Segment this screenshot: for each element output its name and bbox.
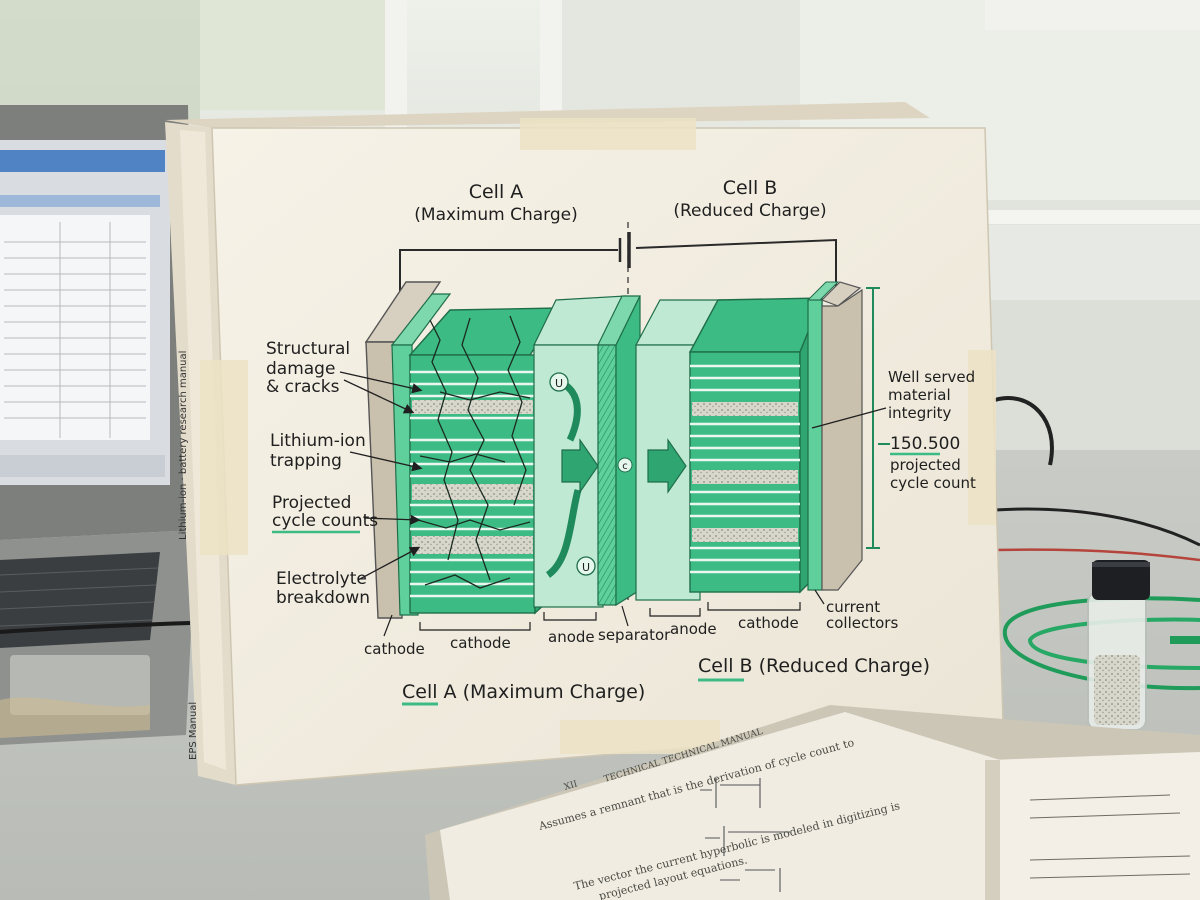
cycle-label-1: projected — [890, 456, 961, 474]
ion-glyph-top: U — [555, 377, 563, 390]
cycle-value: 150.500 — [890, 434, 960, 454]
label-anode-b: anode — [670, 620, 717, 638]
note-projected-2: cycle counts — [272, 511, 378, 531]
crack-lines — [417, 315, 531, 589]
cell-a-heading: Cell A — [469, 181, 524, 203]
note-trapping-2: trapping — [270, 451, 342, 471]
label-collectors-2: collectors — [826, 614, 898, 632]
note-integrity-3: integrity — [888, 404, 952, 422]
cell-a-diagram: U U c — [364, 281, 641, 619]
note-trapping-1: Lithium-ion — [270, 431, 366, 451]
cell-b-diagram — [635, 281, 863, 601]
cycle-label-2: cycle count — [890, 474, 976, 492]
note-structural-2: damage — [266, 359, 335, 379]
book-page-no: XII — [563, 779, 579, 793]
binder-spine-title: Lithium-ion · battery research manual — [178, 351, 189, 540]
label-separator: separator — [598, 626, 671, 644]
left-leader-lines — [339, 371, 423, 581]
note-projected-1: Projected — [272, 493, 351, 513]
footer-cell-a: Cell A (Maximum Charge) — [402, 681, 645, 703]
note-structural-1: Structural — [266, 339, 350, 359]
open-book — [425, 705, 1200, 900]
footer-cell-b: Cell B (Reduced Charge) — [698, 655, 930, 677]
height-measure — [866, 287, 880, 549]
label-anode-a: anode — [548, 628, 595, 646]
label-cathode-a: cathode — [450, 634, 511, 652]
label-collectors-1: current — [826, 598, 880, 616]
laptop — [0, 105, 196, 745]
center-glyph: c — [622, 461, 628, 472]
note-integrity-1: Well served — [888, 368, 975, 386]
note-structural-3: & cracks — [266, 377, 340, 397]
sample-vial — [1087, 560, 1150, 731]
background-window — [0, 0, 1200, 470]
binder-spine-code: EPS Manual — [188, 702, 199, 760]
note-electrolyte-2: breakdown — [276, 588, 370, 608]
note-electrolyte-1: Electrolyte — [276, 569, 367, 589]
label-cathode-b: cathode — [738, 614, 799, 632]
note-integrity-2: material — [888, 386, 951, 404]
ion-glyph-bottom: U — [582, 561, 590, 574]
label-cathode-a-outer: cathode — [364, 640, 425, 658]
integrity-leader — [811, 407, 887, 429]
cell-a-subheading: (Maximum Charge) — [414, 205, 577, 225]
bottom-brackets — [383, 589, 825, 637]
cell-b-subheading: (Reduced Charge) — [673, 201, 826, 221]
cell-b-heading: Cell B — [723, 177, 778, 199]
